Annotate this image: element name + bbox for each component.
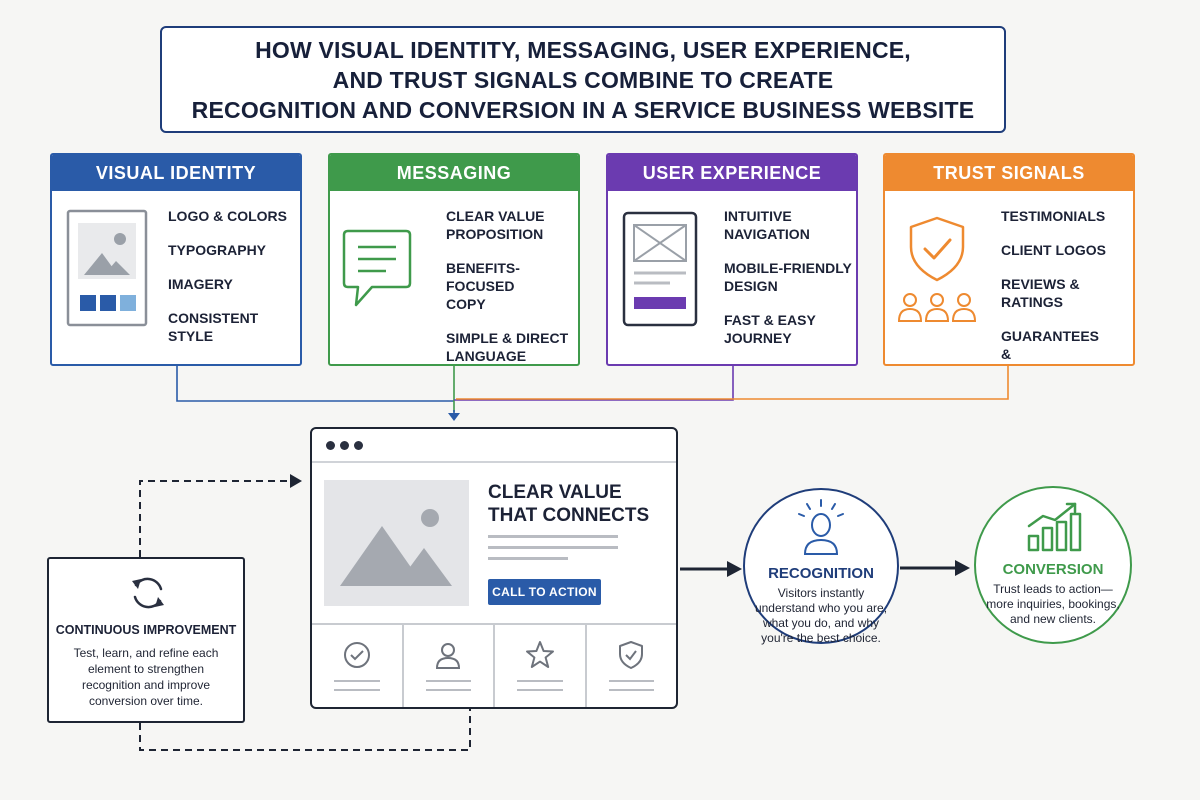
star-icon bbox=[525, 641, 554, 668]
text-line bbox=[334, 680, 380, 682]
list-item: LOGO & COLORS bbox=[168, 208, 287, 224]
image-palette-icon bbox=[66, 209, 148, 327]
text-line bbox=[608, 689, 654, 691]
chat-bubble-icon bbox=[342, 229, 412, 307]
text-line bbox=[425, 680, 471, 682]
user-icon bbox=[436, 643, 461, 669]
conversion-circle: CONVERSION Trust leads to action— more i… bbox=[974, 486, 1132, 644]
list-item: CLEAR VALUE PROPOSITION bbox=[446, 208, 545, 242]
list-item: IMAGERY bbox=[168, 276, 233, 292]
check-circle-icon bbox=[343, 642, 370, 668]
list-item: INTUITIVE NAVIGATION bbox=[724, 208, 810, 242]
person-idea-icon bbox=[798, 499, 844, 555]
text-line bbox=[488, 546, 618, 549]
card-header: MESSAGING bbox=[330, 155, 578, 191]
recognition-title: RECOGNITION bbox=[768, 565, 874, 582]
improvement-description: Test, learn, and refine each element to … bbox=[73, 646, 219, 708]
card-header: TRUST SIGNALS bbox=[885, 155, 1133, 191]
conversion-description: Trust leads to action— more inquiries, b… bbox=[986, 582, 1120, 626]
continuous-improvement-box: CONTINUOUS IMPROVEMENT Test, learn, and … bbox=[47, 557, 245, 723]
feature-tile bbox=[587, 625, 677, 707]
website-mockup: CLEAR VALUE THAT CONNECTS CALL TO ACTION bbox=[310, 427, 678, 709]
card-header: USER EXPERIENCE bbox=[608, 155, 856, 191]
mobile-layout-icon bbox=[622, 211, 698, 327]
call-to-action-button[interactable]: CALL TO ACTION bbox=[488, 579, 601, 605]
feature-row bbox=[312, 623, 676, 707]
title-line-2: AND TRUST SIGNALS COMBINE TO CREATE bbox=[332, 66, 834, 93]
text-line bbox=[608, 680, 654, 682]
card-user-experience: USER EXPERIENCE INTUITIVE NAVIGATION MOB… bbox=[606, 153, 858, 366]
window-dot-icon bbox=[340, 441, 349, 450]
recognition-description: Visitors instantly understand who you ar… bbox=[754, 586, 888, 645]
card-messaging: MESSAGING CLEAR VALUE PROPOSITION BENEFI… bbox=[328, 153, 580, 366]
feature-tile bbox=[312, 625, 404, 707]
shield-check-icon bbox=[909, 216, 965, 282]
text-line bbox=[488, 557, 568, 560]
feature-tile bbox=[495, 625, 587, 707]
card-trust-signals: TRUST SIGNALS TESTIMONIALS CLIENT LOGOS … bbox=[883, 153, 1135, 366]
browser-toolbar bbox=[312, 429, 676, 463]
list-item: CONSISTENT STYLE bbox=[168, 310, 259, 344]
shield-check-icon bbox=[619, 641, 644, 669]
card-visual-identity: VISUAL IDENTITY LOGO & COLORS TYPOGRAPHY… bbox=[50, 153, 302, 366]
list-item: BENEFITS-FOCUSED COPY bbox=[446, 260, 520, 312]
growth-chart-icon bbox=[1027, 502, 1082, 552]
list-item: FAST & EASY JOURNEY bbox=[724, 312, 816, 346]
list-item: REVIEWS & RATINGS bbox=[1001, 276, 1080, 310]
list-item: SIMPLE & DIRECT LANGUAGE bbox=[446, 330, 569, 364]
title-line-3: RECOGNITION AND CONVERSION IN A SERVICE … bbox=[191, 96, 975, 123]
text-line bbox=[517, 689, 563, 691]
list-item: GUARANTEES & CERTIFICATIONS bbox=[1001, 328, 1100, 362]
window-dot-icon bbox=[354, 441, 363, 450]
window-dot-icon bbox=[326, 441, 335, 450]
refresh-cycle-icon bbox=[132, 577, 164, 609]
text-line bbox=[334, 689, 380, 691]
feature-tile bbox=[404, 625, 495, 707]
hero-image-icon bbox=[324, 480, 469, 606]
hero-headline: CLEAR VALUE THAT CONNECTS bbox=[488, 482, 650, 526]
text-line bbox=[488, 535, 618, 538]
recognition-circle: RECOGNITION Visitors instantly understan… bbox=[743, 488, 899, 645]
diagram-title: HOW VISUAL IDENTITY, MESSAGING, USER EXP… bbox=[160, 26, 1006, 133]
list-item: TESTIMONIALS bbox=[1001, 208, 1106, 224]
title-line-1: HOW VISUAL IDENTITY, MESSAGING, USER EXP… bbox=[255, 36, 911, 63]
conversion-title: CONVERSION bbox=[1002, 561, 1104, 578]
text-line bbox=[517, 680, 563, 682]
people-group-icon bbox=[897, 293, 977, 322]
card-header: VISUAL IDENTITY bbox=[52, 155, 300, 191]
list-item: MOBILE-FRIENDLY DESIGN bbox=[724, 260, 852, 294]
list-item: TYPOGRAPHY bbox=[168, 242, 267, 258]
text-line bbox=[425, 689, 471, 691]
list-item: CLIENT LOGOS bbox=[1001, 242, 1106, 258]
improvement-title: CONTINUOUS IMPROVEMENT bbox=[55, 623, 237, 637]
